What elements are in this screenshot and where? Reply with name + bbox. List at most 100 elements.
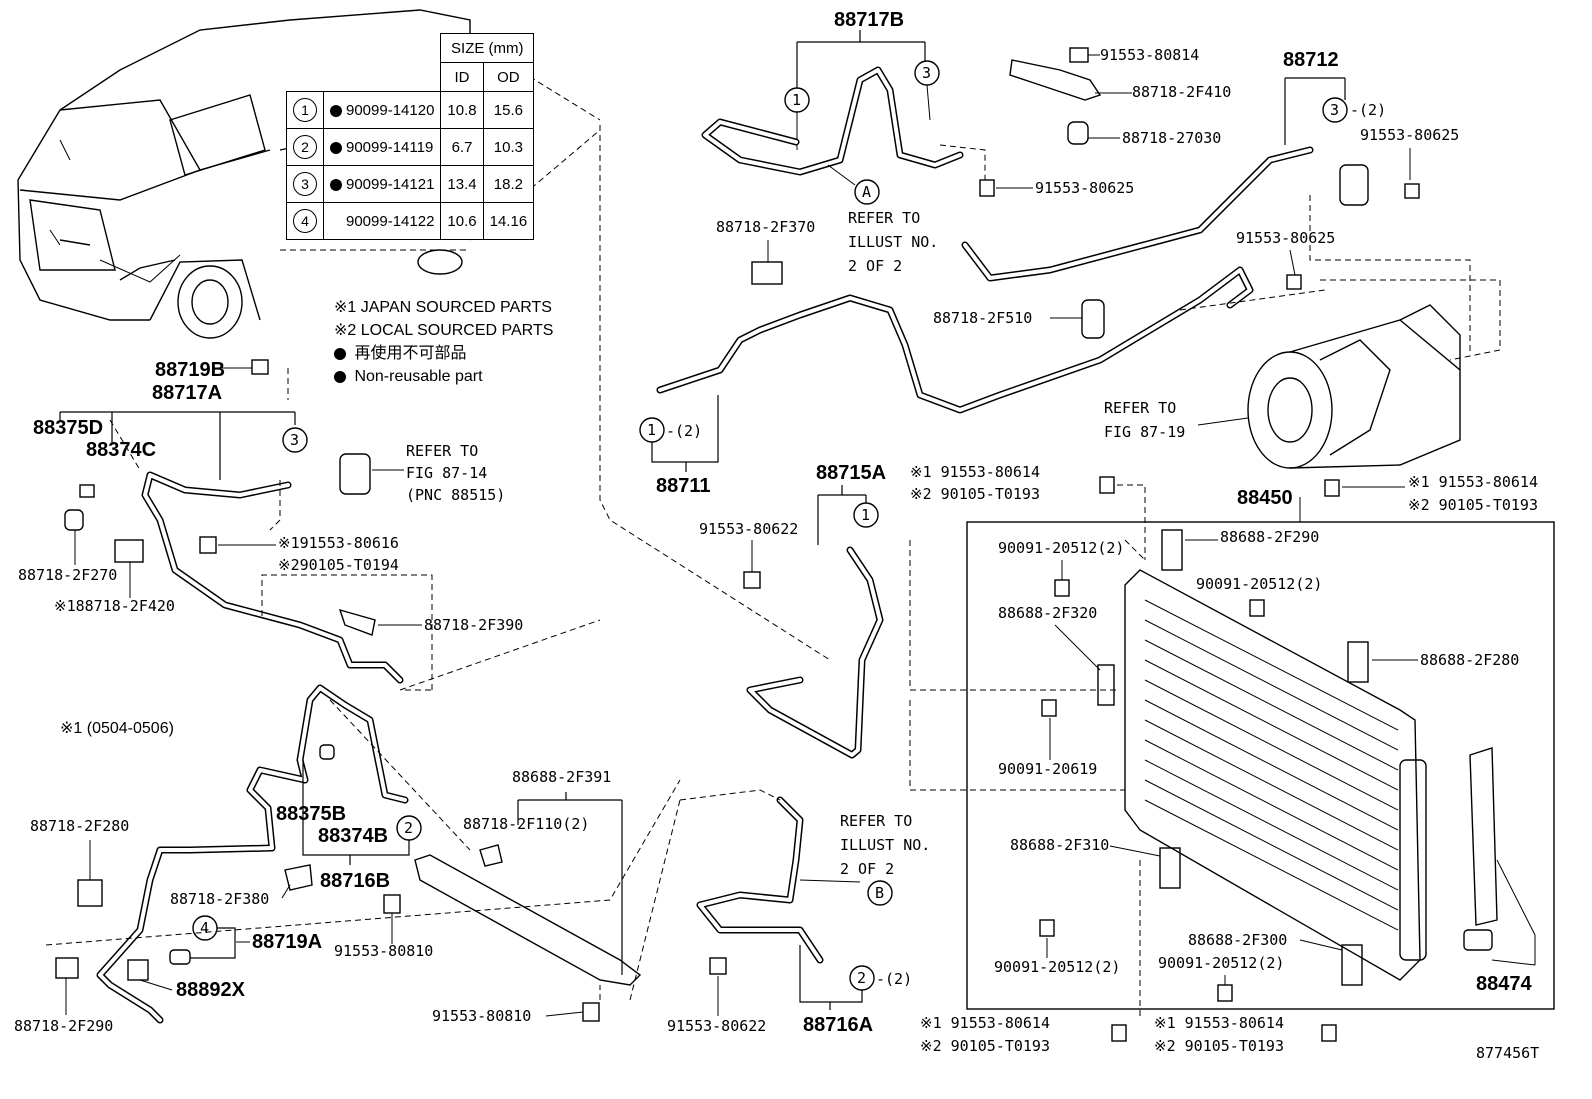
assembly-88716B: ※1 (0504-0506) 88375B 88374B 2 88716B 88… (14, 684, 681, 1035)
oring-icon (319, 744, 335, 760)
table-cell-id: 10.8 (440, 91, 484, 129)
label-qty: -(2) (666, 422, 702, 440)
label-88711: 88711 (656, 475, 711, 497)
bolt-icon (1404, 183, 1420, 199)
ref-8714-line2: FIG 87-14 (406, 464, 487, 482)
bolt-icon (1249, 599, 1265, 617)
compressor: REFER TO FIG 87-19 (1104, 195, 1501, 469)
bracket-icon (1347, 641, 1369, 683)
label-88450: 88450 (1237, 487, 1293, 509)
callout-number: 1 (861, 506, 870, 524)
non-reusable-dot-icon (330, 178, 342, 191)
table-blank-corner (286, 33, 442, 92)
callout-number: 1 (647, 421, 656, 439)
label-88688-2F290: 88688-2F290 (1220, 528, 1319, 546)
label-91553-80625-c: 91553-80625 (1236, 229, 1335, 247)
bracket-icon (114, 539, 144, 563)
bolt-icon (743, 571, 761, 589)
table-cell-num: 1 (286, 91, 324, 129)
clamp-icon (1081, 299, 1105, 339)
ref-a-line1: REFER TO (848, 209, 920, 227)
table-header-id: ID (440, 62, 484, 92)
label-90091-20512-b: 90091-20512(2) (1196, 575, 1322, 593)
label-88712: 88712 (1283, 49, 1339, 71)
label-88718-2F280: 88718-2F280 (30, 817, 129, 835)
label-88688-2F310: 88688-2F310 (1010, 836, 1109, 854)
oring-icon (79, 484, 95, 498)
label-88715A: 88715A (816, 462, 886, 484)
non-reusable-dot-icon (334, 370, 346, 383)
non-reusable-dot-icon (334, 347, 346, 360)
row-number-circle: 3 (293, 172, 317, 196)
clip-icon (127, 959, 149, 981)
assembly-88688-2F391: 88688-2F391 88718-2F110(2) 91553-80810 (329, 699, 642, 1025)
label-88688-2F391: 88688-2F391 (512, 768, 611, 786)
assembly-88717B: 88717B 1 3 A REFER TO ILLUST NO. 2 OF 2 (701, 9, 964, 275)
ref-8714-line3: (PNC 88515) (406, 486, 505, 504)
table-cell-od: 15.6 (482, 91, 535, 129)
label-91553-80625-b: 91553-80625 (1360, 126, 1459, 144)
note-local-sourced: ※2 LOCAL SOURCED PARTS (334, 322, 554, 339)
label-88892X: 88892X (176, 979, 246, 1001)
table-cell-part: 90099-14119 (322, 128, 442, 166)
label-88374B: 88374B (318, 825, 388, 847)
label-qty: -(2) (1350, 101, 1386, 119)
assembly-88712: 88712 3 -(2) 91553-80625 91553-80625 (961, 49, 1459, 290)
table-cell-part: 90099-14120 (322, 91, 442, 129)
legend-notes: ※1 JAPAN SOURCED PARTS ※2 LOCAL SOURCED … (334, 296, 553, 388)
label-90091-20512-d: 90091-20512(2) (1158, 954, 1284, 972)
bolt-icon (199, 536, 217, 554)
bracket-icon (1341, 944, 1363, 986)
connection-b-letter: B (875, 884, 884, 902)
plug-icon (1463, 929, 1493, 951)
bolt-icon (979, 179, 995, 197)
bolt-icon (1054, 579, 1070, 597)
bolt-icon (1321, 1024, 1337, 1042)
label-91553-80814: 91553-80814 (1100, 46, 1199, 64)
figure-id: 877456T (1476, 1044, 1539, 1062)
clamp-icon (1067, 121, 1089, 145)
label-90105-T0193-c: ※2 90105-T0193 (920, 1037, 1050, 1055)
connection-a-letter: A (862, 183, 871, 201)
bolt-icon (1069, 47, 1089, 63)
ref-b-line1: REFER TO (840, 812, 912, 830)
table-cell-num: 4 (286, 202, 324, 240)
part-number: 90099-14119 (346, 138, 434, 156)
label-91553-80622-b: 91553-80622 (667, 1017, 766, 1035)
label-91553-80614-c: ※1 91553-80614 (920, 1014, 1050, 1032)
table-header-size: SIZE (mm) (440, 33, 535, 63)
label-88716B: 88716B (320, 870, 390, 892)
ref-a-line2: ILLUST NO. (848, 233, 938, 251)
bracket-88718-2F410 (1009, 59, 1102, 101)
label-88718-2F290: 88718-2F290 (14, 1017, 113, 1035)
connection-b-circle (867, 880, 893, 906)
label-91553-80614-b: ※1 91553-80614 (1408, 473, 1538, 491)
label-91553-80616: ※191553-80616 (278, 534, 399, 552)
table-cell-od: 18.2 (482, 165, 535, 203)
label-90091-20512-c: 90091-20512(2) (994, 958, 1120, 976)
label-88716A: 88716A (803, 1014, 873, 1036)
o-ring-size-table: SIZE (mm) ID OD 1 90099-14120 10.8 15.6 … (286, 33, 535, 240)
label-90105-T0194: ※290105-T0194 (278, 556, 399, 574)
note-non-reusable-jp: 再使用不可部品 (334, 342, 553, 365)
label-88688-2F320: 88688-2F320 (998, 604, 1097, 622)
label-88718-2F370: 88718-2F370 (716, 218, 815, 236)
label-88375B: 88375B (276, 803, 346, 825)
bracket-icon (1161, 529, 1183, 571)
table-cell-od: 10.3 (482, 128, 535, 166)
label-88718-2F380: 88718-2F380 (170, 890, 269, 908)
label-90105-T0193-b: ※2 90105-T0193 (1408, 496, 1538, 514)
table-cell-id: 13.4 (440, 165, 484, 203)
compressor-fasteners: ※1 91553-80614 ※2 90105-T0193 ※1 91553-8… (910, 463, 1538, 560)
clip-88718-2F380 (284, 864, 313, 891)
table-cell-part: 90099-14121 (322, 165, 442, 203)
condenser-assembly: 88474 88688-2F290 90091-20512(2) 90091-2… (909, 521, 1555, 1020)
table-row: 1 90099-14120 10.8 15.6 (286, 91, 535, 129)
bolt-icon (1099, 476, 1115, 494)
assembly-88717A: 88719B 88717A 3 88375D 88374C 88718-2F27… (18, 359, 601, 691)
callout-circle-1 (853, 502, 879, 528)
label-88718-2F410: 88718-2F410 (1132, 83, 1231, 101)
clip-icon (55, 957, 79, 979)
clip-88718-2F390 (338, 608, 376, 636)
